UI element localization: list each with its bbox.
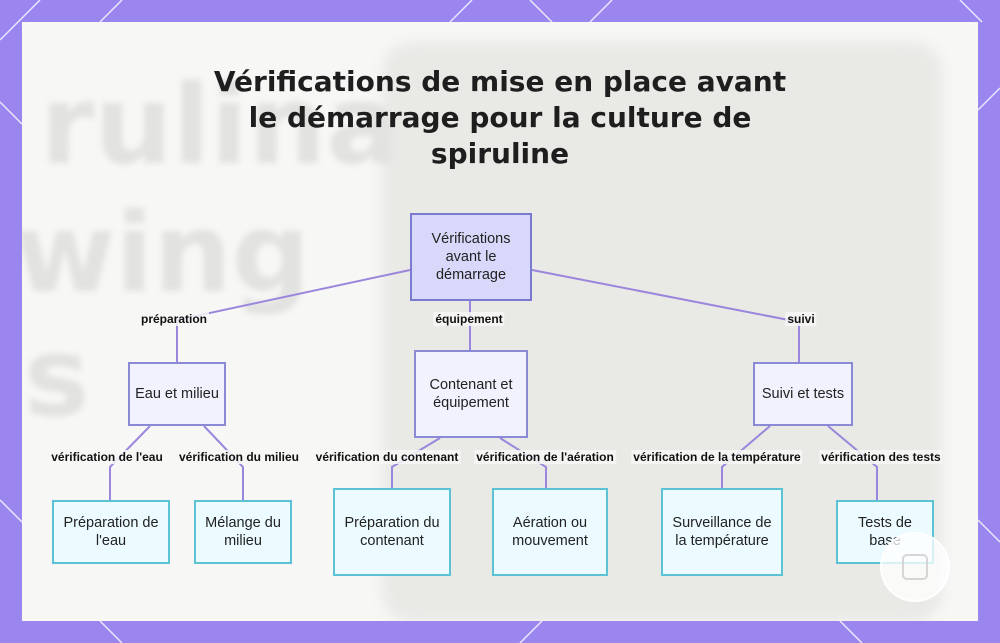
node-eau-milieu-label: Eau et milieu [135, 386, 219, 402]
edge-label-verif-aeration: vérification de l'aération [474, 450, 616, 464]
edge-contenant-preparation [391, 437, 441, 488]
node-contenant-equipement: Contenant et équipement [414, 350, 528, 438]
node-eau-milieu: Eau et milieu [128, 362, 226, 426]
title-line: le démarrage pour la culture de [248, 101, 752, 134]
edge-label-suivi: suivi [785, 312, 817, 326]
edge-label-verif-tests: vérification des tests [819, 450, 943, 464]
node-aeration-mouvement-label: Aération ou mouvement [512, 515, 588, 549]
edge-label-verif-temperature: vérification de la température [631, 450, 803, 464]
edge-eau-preparation [109, 425, 151, 500]
node-preparation-eau: Préparation de l'eau [52, 500, 170, 564]
edge-label-verif-milieu: vérification du milieu [176, 450, 302, 464]
node-suivi-tests: Suivi et tests [753, 362, 853, 426]
edge-label-verif-eau: vérification de l'eau [49, 450, 165, 464]
node-contenant-equipement-label: Contenant et équipement [429, 377, 513, 411]
node-root-label: Vérifications avant le démarrage [431, 231, 511, 283]
node-melange-milieu-label: Mélange du milieu [205, 515, 281, 549]
background-word: s [24, 313, 90, 441]
edge-eau-melange [203, 425, 244, 500]
edge-label-preparation: préparation [138, 312, 210, 326]
edge-label-verif-contenant: vérification du contenant [313, 450, 461, 464]
diagram-panel: rulina wing s Vérifications de mise en p… [22, 22, 978, 621]
node-preparation-contenant-label: Préparation du contenant [344, 515, 440, 549]
node-surveillance-temperature: Surveillance de la température [661, 488, 783, 576]
title-line: Vérifications de mise en place avant [213, 65, 787, 98]
node-preparation-contenant: Préparation du contenant [333, 488, 451, 576]
node-aeration-mouvement: Aération ou mouvement [492, 488, 608, 576]
background-word: wing [22, 189, 311, 317]
node-melange-milieu: Mélange du milieu [194, 500, 292, 564]
watermark-icon [880, 532, 950, 602]
edge-root-suivi [531, 269, 800, 362]
node-preparation-eau-label: Préparation de l'eau [63, 515, 159, 549]
node-surveillance-temperature-label: Surveillance de la température [672, 515, 772, 549]
edge-label-equipement: équipement [433, 312, 505, 326]
title-line: spiruline [430, 137, 570, 170]
background-word: rulina [40, 61, 401, 189]
diagram-title: Vérifications de mise en place avant le … [22, 64, 978, 172]
edge-root-eau [176, 269, 411, 362]
edge-contenant-aeration [499, 437, 547, 488]
edge-suivi-tests [827, 425, 878, 500]
node-suivi-tests-label: Suivi et tests [761, 386, 845, 402]
edge-suivi-surveillance [721, 425, 771, 488]
node-root: Vérifications avant le démarrage [410, 213, 532, 301]
